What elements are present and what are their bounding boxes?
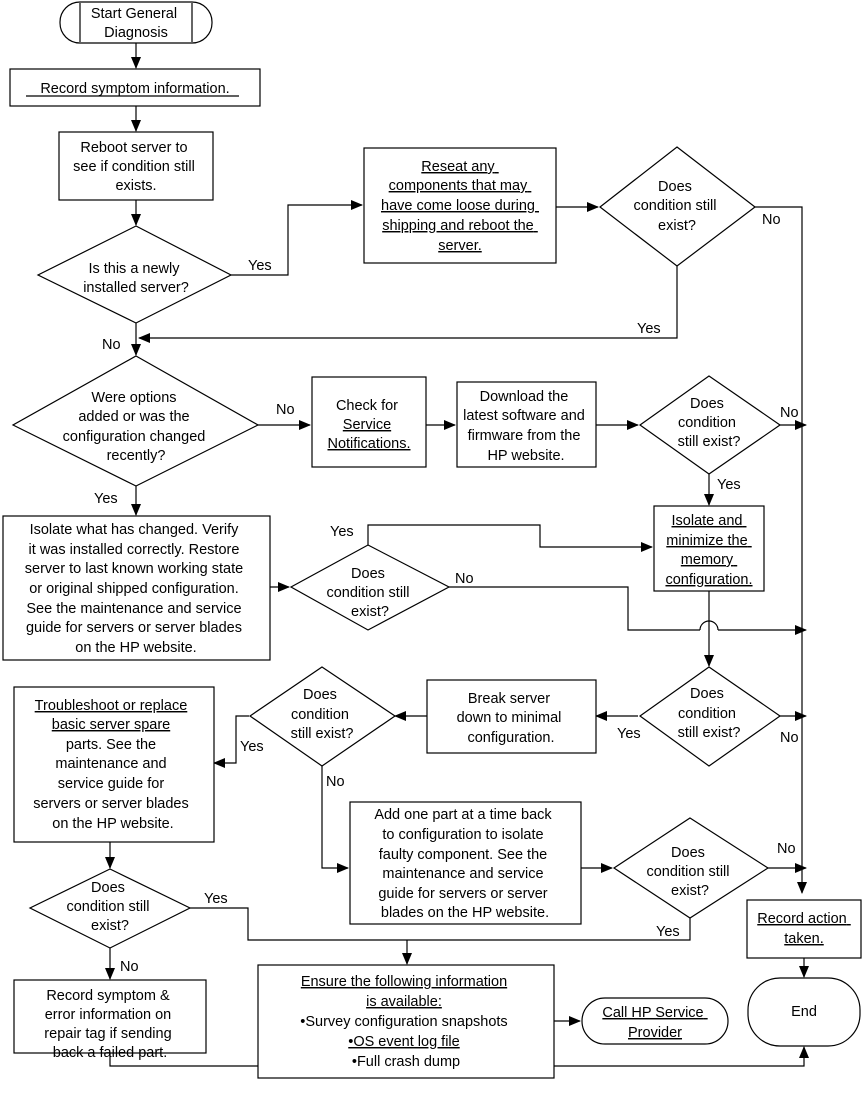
branch-labels: Yes No Yes No No No Yes Yes Yes No Yes N… — [94, 212, 799, 975]
label-does5-no: No — [780, 730, 799, 746]
reboot-text: Reboot server to see if condition still … — [73, 140, 199, 194]
record-action-text: Record action taken. — [757, 911, 851, 947]
call-hp-text: Call HP Service Provider — [602, 1005, 707, 1041]
newly-installed-text: Is this a newly installed server? — [83, 261, 189, 296]
connectors — [105, 43, 809, 1067]
does7-text: Does condition still exist? — [66, 880, 153, 934]
does1-text: Does condition still exist? — [633, 179, 720, 234]
label-newly-no: No — [102, 337, 121, 353]
label-options-yes: Yes — [94, 491, 118, 507]
line-does6-yes — [407, 918, 691, 941]
record-symptom-text: Record symptom information. — [40, 81, 229, 97]
record-error-box — [13, 979, 207, 1054]
line-does7-yes — [190, 907, 407, 941]
add-part-text: Add one part at a time back to configura… — [374, 807, 555, 921]
arrow-does3-yes-to-isolate-memory — [367, 524, 653, 552]
troubleshoot-text: Troubleshoot or replace basic server spa… — [33, 698, 193, 832]
reseat-box — [363, 147, 557, 264]
isolate-changed-box — [2, 515, 271, 661]
start-text: Start General Diagnosis — [91, 6, 181, 41]
does6-decision — [612, 817, 770, 919]
label-does1-no: No — [762, 212, 781, 228]
does1-decision — [599, 146, 756, 267]
troubleshoot-box — [13, 686, 215, 843]
arrow-does1-no-to-record-action — [755, 206, 807, 894]
break-down-box — [426, 679, 597, 754]
options-added-text: Were options added or was the configurat… — [63, 390, 210, 464]
label-does6-yes: Yes — [656, 924, 680, 940]
does5-text: Does condition still exist? — [678, 686, 741, 741]
does4-text: Does condition still exist? — [291, 687, 354, 742]
record-action-box — [746, 899, 862, 959]
download-box — [456, 381, 597, 468]
download-text: Download the latest software and firmwar… — [463, 389, 589, 464]
ensure-info-text: Ensure the following information is avai… — [300, 974, 511, 1070]
label-does1-yes: Yes — [637, 321, 661, 337]
does5-decision — [638, 666, 782, 767]
does6-text: Does condition still exist? — [646, 845, 733, 899]
label-does5-yes: Yes — [617, 726, 641, 742]
label-newly-yes: Yes — [248, 258, 272, 274]
label-does4-no: No — [326, 774, 345, 790]
options-added-decision — [11, 355, 260, 487]
label-does4-yes: Yes — [240, 739, 264, 755]
check-notifications-text: Check for Service Notifications. — [327, 398, 410, 452]
ensure-info-box — [257, 964, 555, 1079]
label-does3-yes: Yes — [330, 524, 354, 540]
break-down-text: Break server down to minimal configurati… — [457, 691, 566, 746]
arrow-does1-yes-to-main — [138, 266, 678, 343]
record-error-text: Record symptom & error information on re… — [44, 988, 175, 1061]
label-does2-yes: Yes — [717, 477, 741, 493]
call-hp-terminator — [581, 997, 729, 1045]
label-does7-no: No — [120, 959, 139, 975]
arrow-newly-yes-to-reseat — [231, 200, 363, 276]
does2-text: Does condition still exist? — [678, 396, 741, 450]
isolate-memory-box — [653, 505, 765, 592]
end-text: End — [791, 1004, 817, 1020]
isolate-changed-text: Isolate what has changed. Verify it was … — [25, 522, 247, 656]
arrow-does4-yes-to-troubleshoot — [213, 715, 249, 768]
does4-decision — [248, 666, 397, 767]
label-does6-no: No — [777, 841, 796, 857]
check-notifications-box — [311, 376, 427, 468]
reseat-text: Reseat any components that may have come… — [381, 159, 539, 254]
arrow-does4-no-to-add-part — [321, 766, 349, 873]
start-terminator — [59, 1, 213, 44]
does3-text: Does condition still exist? — [326, 566, 413, 620]
add-part-box — [349, 801, 582, 925]
reboot-box — [58, 131, 214, 201]
newly-installed-decision — [36, 225, 233, 324]
record-symptom-box — [9, 68, 261, 107]
does3-decision — [289, 544, 451, 631]
label-does7-yes: Yes — [204, 891, 228, 907]
does2-decision — [638, 375, 782, 475]
line-does3-no-part1 — [449, 586, 700, 631]
isolate-memory-text: Isolate and minimize the memory configur… — [665, 513, 752, 588]
end-terminator — [747, 977, 861, 1047]
label-does2-no: No — [780, 405, 799, 421]
does7-decision — [28, 868, 192, 949]
label-does3-no: No — [455, 571, 474, 587]
label-options-no: No — [276, 402, 295, 418]
